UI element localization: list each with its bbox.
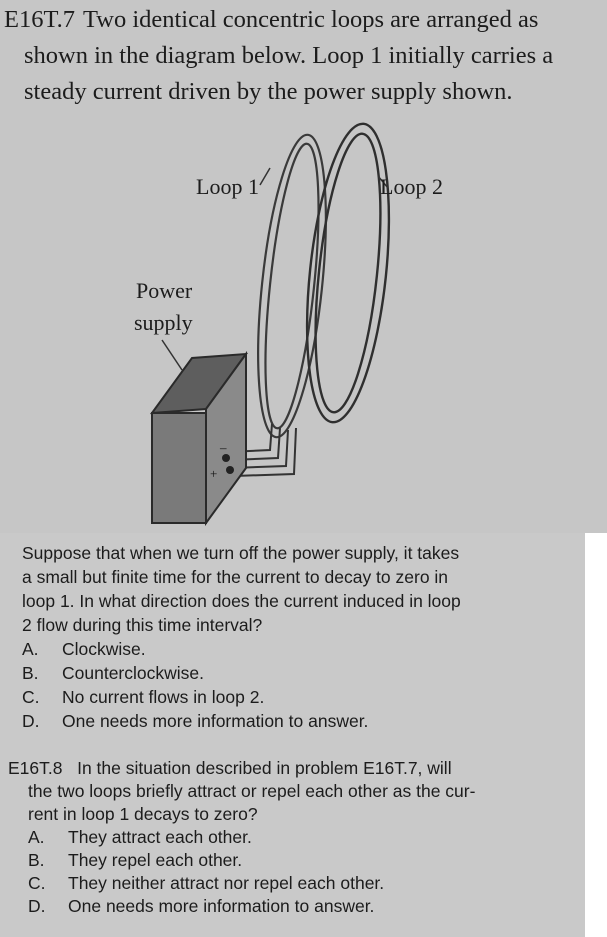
page-background-bottom [0,533,585,937]
q2-choice-c: C.They neither attract nor repel each ot… [28,873,385,893]
q2-choice-b: B.They repel each other. [28,850,243,870]
q2-line-3: rent in loop 1 decays to zero? [28,804,258,824]
q2-problem-number: E16T.8 [8,758,63,778]
diagram-svg: + – [149,122,391,527]
q1-line-3: loop 1. In what direction does the curre… [22,591,461,611]
page-background-top [0,0,607,533]
loop-2-label: Loop 2 [380,174,443,199]
loop-1-drawing [257,133,327,439]
svg-text:–: – [219,440,227,455]
power-supply-label-line-2: supply [134,310,193,335]
q1-choice-c: C.No current flows in loop 2. [22,687,265,707]
q2-line-1: E16T.8 In the situation described in pro… [8,758,452,778]
loop-1-label: Loop 1 [196,174,259,199]
q2-choice-a: A.They attract each other. [28,827,252,847]
q1-choice-b: B.Counterclockwise. [22,663,204,683]
q2-choices: A.They attract each other. B.They repel … [28,826,578,918]
label-leaders [161,167,389,371]
q1-line-1: Suppose that when we turn off the power … [22,543,460,563]
intro-line-3: steady current driven by the power suppl… [24,78,513,105]
problem-e16t7-question: Suppose that when we turn off the power … [22,541,577,733]
q1-choice-d: D.One needs more information to answer. [22,711,369,731]
concentric-loops-diagram: + – Loop 1 Loop 2 Power supply [120,118,460,533]
svg-text:+: + [210,466,217,481]
problem-number: E16T.7 [4,6,75,33]
loop-2-drawing [305,122,391,424]
power-supply-box: + – [149,350,249,527]
intro-line-2: shown in the diagram below. Loop 1 initi… [24,42,554,69]
q2-line-2: the two loops briefly attract or repel e… [28,781,476,801]
q1-choices: A.Clockwise. B.Counterclockwise. C.No cu… [22,637,577,733]
problem-e16t8: E16T.8 In the situation described in pro… [8,757,578,918]
q1-line-4: 2 flow during this time interval? [22,615,263,635]
power-supply-label-line-1: Power [136,278,193,303]
q1-line-2: a small but finite time for the current … [22,567,449,587]
q1-choice-a: A.Clockwise. [22,639,146,659]
q2-choice-d: D.One needs more information to answer. [28,896,375,916]
